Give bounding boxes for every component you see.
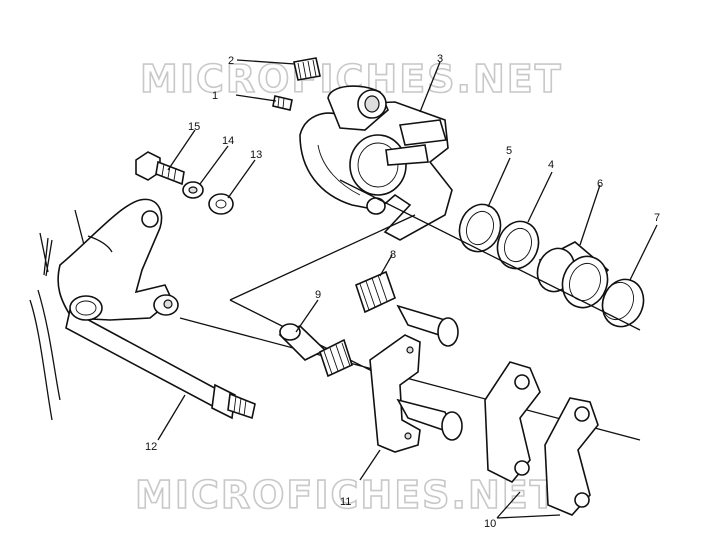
leader-12 xyxy=(157,394,186,441)
axle-pin xyxy=(65,294,256,420)
callout-6: 6 xyxy=(597,178,603,190)
callout-7: 7 xyxy=(654,212,660,224)
callout-2: 2 xyxy=(228,55,234,67)
brake-pads xyxy=(484,361,599,519)
callout-15: 15 xyxy=(188,121,200,133)
callout-14: 14 xyxy=(222,135,234,147)
callout-4: 4 xyxy=(548,159,554,171)
mounting-bracket xyxy=(359,304,463,481)
frame-section xyxy=(29,198,173,421)
bleed-screw xyxy=(235,94,293,111)
seals xyxy=(458,157,553,270)
callout-11: 11 xyxy=(340,496,351,508)
callout-12: 12 xyxy=(145,441,157,453)
bushing-and-spring xyxy=(278,299,353,378)
spring-upper xyxy=(355,254,396,314)
callout-8: 8 xyxy=(390,249,396,261)
callout-3: 3 xyxy=(437,53,443,65)
callout-1: 1 xyxy=(212,90,218,102)
callout-5: 5 xyxy=(506,145,512,157)
leader-3 xyxy=(419,61,441,113)
assembly-axis xyxy=(179,179,641,441)
dust-boot xyxy=(601,224,658,328)
callout-9: 9 xyxy=(315,289,321,301)
watermark-bottom: MICROFICHES.NET xyxy=(135,473,558,517)
callout-10: 10 xyxy=(484,518,496,530)
bolt-and-washers xyxy=(135,129,256,215)
caliper-body xyxy=(299,85,453,241)
callout-13: 13 xyxy=(250,149,262,161)
plug xyxy=(236,57,321,81)
piston xyxy=(536,184,610,309)
